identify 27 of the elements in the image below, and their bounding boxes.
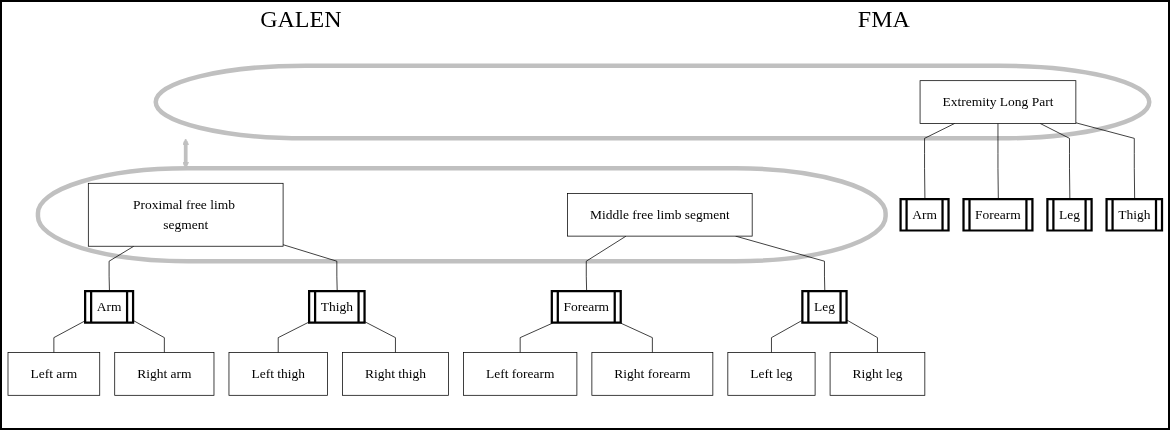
node-box: Right leg (829, 352, 926, 396)
node-box: Left thigh (228, 352, 328, 396)
connector (277, 321, 310, 353)
connector (1075, 122, 1136, 200)
node-box: Right forearm (591, 352, 714, 396)
connector (846, 319, 878, 353)
connector (997, 123, 999, 200)
node-box: Left arm (7, 352, 101, 396)
node-box: Right arm (114, 352, 215, 396)
connector (364, 321, 396, 353)
node-box: Left forearm (463, 352, 578, 396)
node-box: Right thigh (342, 352, 449, 396)
node-box: Proximal free limb segment (87, 182, 284, 247)
node-box: Left leg (727, 352, 816, 396)
connector (585, 235, 627, 292)
connector (519, 322, 554, 353)
connector (133, 320, 165, 353)
connector (1039, 123, 1071, 200)
connector (108, 245, 135, 292)
node-box: Extremity Long Part (919, 80, 1077, 124)
heading-label: GALEN (260, 6, 342, 33)
heading-label: FMA (857, 6, 910, 33)
connector (282, 244, 338, 292)
arrow (182, 138, 189, 169)
connector (53, 320, 86, 353)
node-box: Middle free limb segment (567, 193, 753, 237)
connector (620, 322, 653, 353)
